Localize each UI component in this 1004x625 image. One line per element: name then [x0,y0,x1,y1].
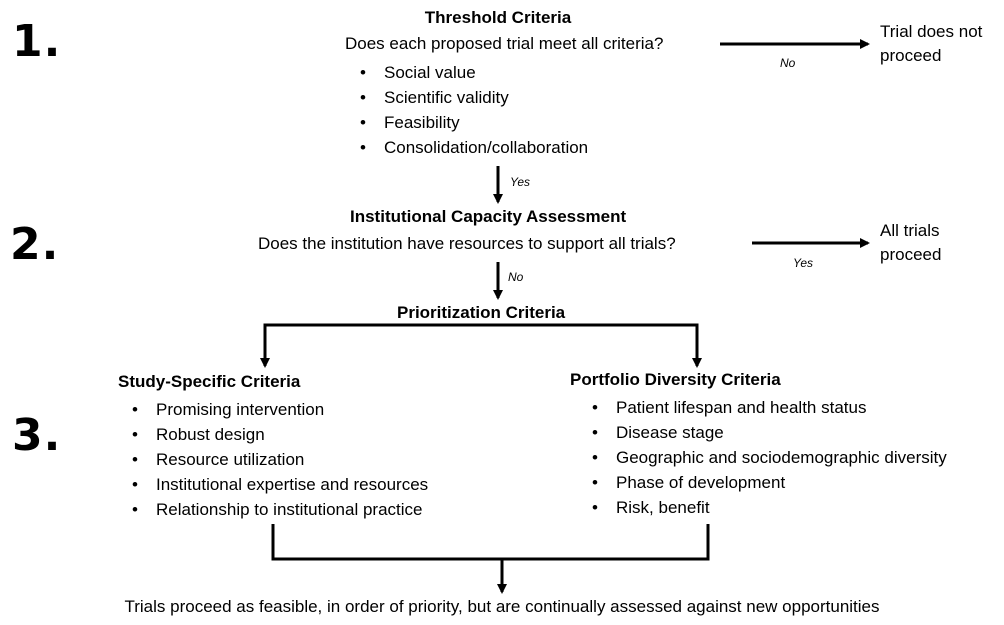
portfolio-diversity-list: Patient lifespan and health status Disea… [588,395,947,520]
list-item: Consolidation/collaboration [356,135,588,160]
prioritization-criteria-title: Prioritization Criteria [397,303,566,322]
step-number-2: 2. [10,219,60,270]
outcome-trial-does-not-proceed: Trial does not proceed [880,20,982,68]
list-item: Scientific validity [356,85,588,110]
list-item: Disease stage [588,420,947,445]
merge-bracket [271,524,710,561]
list-item: Robust design [128,422,428,447]
study-specific-list: Promising intervention Robust design Res… [128,397,428,522]
edge-label-yes: Yes [793,256,814,270]
list-item: Patient lifespan and health status [588,395,947,420]
capacity-assessment-title: Institutional Capacity Assessment [350,207,627,226]
capacity-question: Does the institution have resources to s… [258,234,676,253]
edge-label-yes: Yes [510,175,531,189]
list-item: Promising intervention [128,397,428,422]
portfolio-diversity-title: Portfolio Diversity Criteria [570,370,781,389]
outcome-all-trials-proceed: All trials proceed [880,219,941,267]
outcome-line: proceed [880,245,942,264]
list-item: Social value [356,60,588,85]
step-number-1: 1. [12,16,62,67]
edge-label-no: No [508,270,524,284]
list-item: Geographic and sociodemographic diversit… [588,445,947,470]
prioritization-split-bracket [263,323,699,362]
final-outcome: Trials proceed as feasible, in order of … [124,597,880,616]
list-item: Risk, benefit [588,495,947,520]
edge-label-no: No [780,56,796,70]
list-item: Relationship to institutional practice [128,497,428,522]
list-item: Institutional expertise and resources [128,472,428,497]
threshold-criteria-list: Social value Scientific validity Feasibi… [356,60,588,160]
outcome-line: Trial does not [880,22,983,41]
list-item: Resource utilization [128,447,428,472]
list-item: Phase of development [588,470,947,495]
outcome-line: proceed [880,46,942,65]
threshold-question: Does each proposed trial meet all criter… [345,34,664,53]
step-number-3: 3. [12,410,62,461]
list-item: Feasibility [356,110,588,135]
study-specific-title: Study-Specific Criteria [118,372,301,391]
threshold-criteria-title: Threshold Criteria [424,8,572,27]
outcome-line: All trials [880,221,940,240]
